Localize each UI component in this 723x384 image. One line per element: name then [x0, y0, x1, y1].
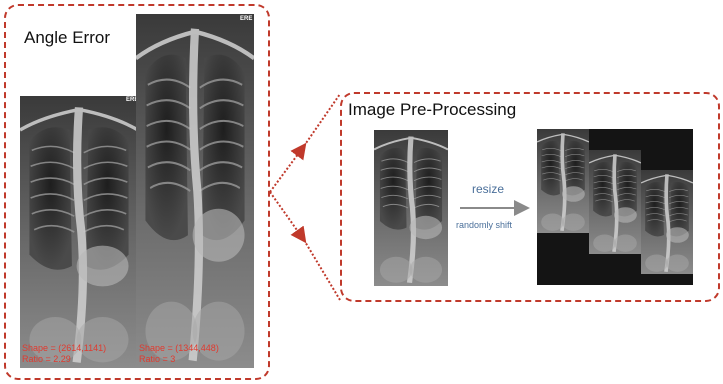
- shifted-xray-2: [589, 150, 641, 254]
- xray-image-2: [136, 14, 254, 368]
- connector-arrow-up: [270, 146, 304, 192]
- connector-line-top: [304, 94, 340, 146]
- xray-image-2-shape: Shape = (1344,448): [139, 343, 219, 354]
- pre-processing-title: Image Pre-Processing: [348, 100, 516, 120]
- connector-arrow-down: [270, 192, 304, 240]
- xray-image-1: [20, 96, 138, 368]
- xray-image-2-ratio: Ratio = 3: [139, 354, 219, 365]
- randomly-shift-label: randomly shift: [456, 220, 512, 230]
- xray-image-1-shape: Shape = (2614,1141): [22, 343, 106, 354]
- xray-image-2-caption: Shape = (1344,448) Ratio = 3: [139, 343, 219, 365]
- xray-image-1-caption: Shape = (2614,1141) Ratio = 2.29: [22, 343, 106, 365]
- connector-line-bottom: [304, 240, 340, 300]
- shifted-xray-1: [537, 129, 589, 233]
- shifted-xray-3: [641, 170, 693, 274]
- input-xray: [374, 130, 448, 286]
- resize-label: resize: [472, 182, 504, 196]
- xray-image-2-tag: ERE: [240, 16, 252, 22]
- xray-image-1-ratio: Ratio = 2.29: [22, 354, 106, 365]
- angle-error-title: Angle Error: [24, 28, 110, 48]
